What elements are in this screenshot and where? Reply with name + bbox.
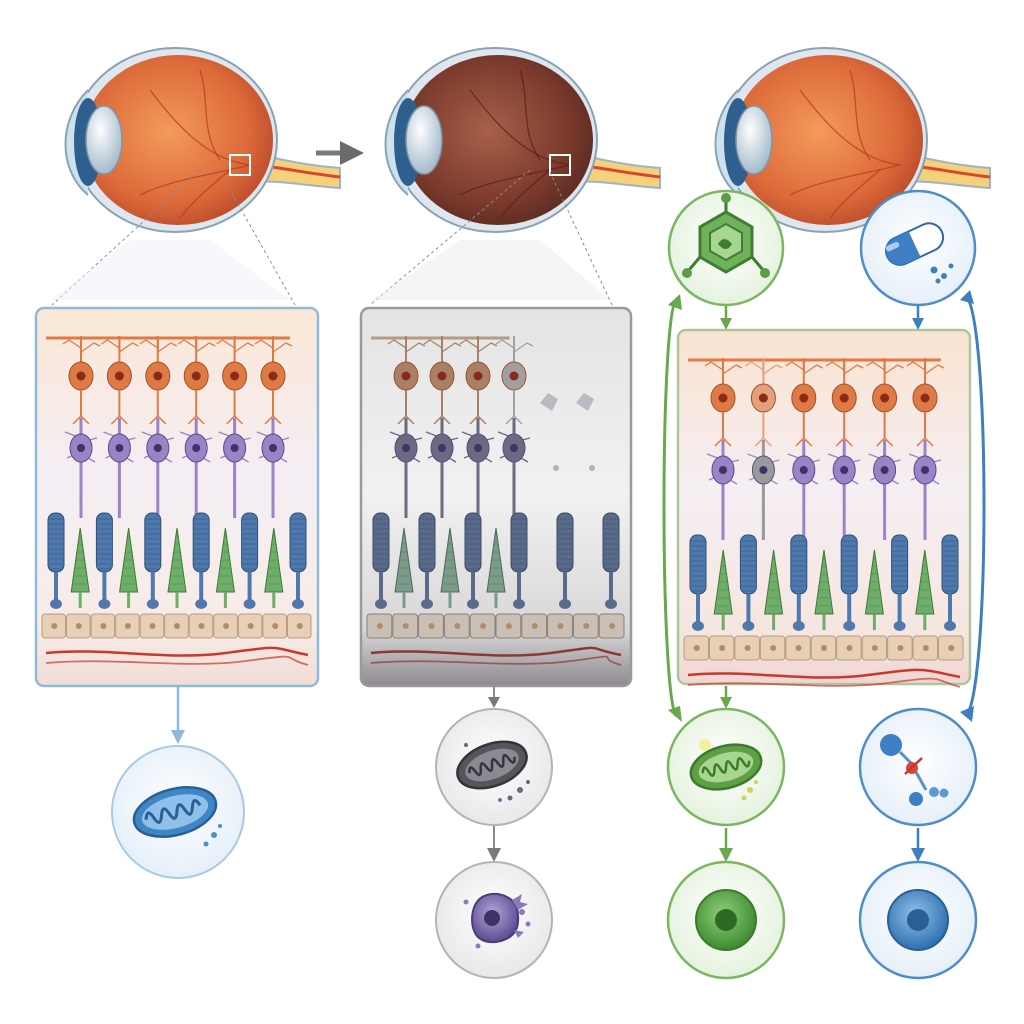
rescued-cell-green-circle <box>666 860 786 980</box>
retina-panel-treated <box>676 328 972 688</box>
molecular-interaction-circle <box>858 707 978 827</box>
eye-degenerated-icon <box>384 47 661 233</box>
drug-therapy-circle <box>859 189 977 307</box>
restored-mitochondrion-icon <box>689 743 763 791</box>
damaged-mitochondrion-icon <box>456 740 528 790</box>
healthy-mitochondrion-circle <box>111 745 245 879</box>
drug-capsule-icon <box>885 222 945 266</box>
molecular-interaction-icon <box>880 734 949 806</box>
retinal-cell-layers <box>41 336 312 666</box>
pathway-arrows <box>171 290 986 862</box>
retina-panel-degenerated <box>359 306 633 688</box>
antioxidant-molecule-icon <box>682 193 770 278</box>
damaged-mitochondrion-circle <box>435 708 553 826</box>
restored-mitochondrion-circle <box>666 707 786 827</box>
transition-arrow-icon <box>316 141 364 165</box>
rescued-cell-icon <box>695 889 757 951</box>
rescued-cell-blue-circle <box>858 860 978 980</box>
retina-panel-healthy <box>34 306 320 688</box>
eye-healthy-icon <box>64 47 341 233</box>
eye-treated-icon <box>714 47 991 233</box>
retinal-cell-layers <box>366 336 625 666</box>
apoptotic-cell-icon <box>463 892 531 949</box>
antioxidant-therapy-circle <box>667 189 785 307</box>
rescued-cell-icon <box>887 889 949 951</box>
zoom-guide-lines <box>50 169 613 306</box>
mitochondrion-icon <box>132 786 218 838</box>
apoptotic-cell-circle <box>435 861 553 979</box>
retinal-cell-layers <box>683 358 964 688</box>
